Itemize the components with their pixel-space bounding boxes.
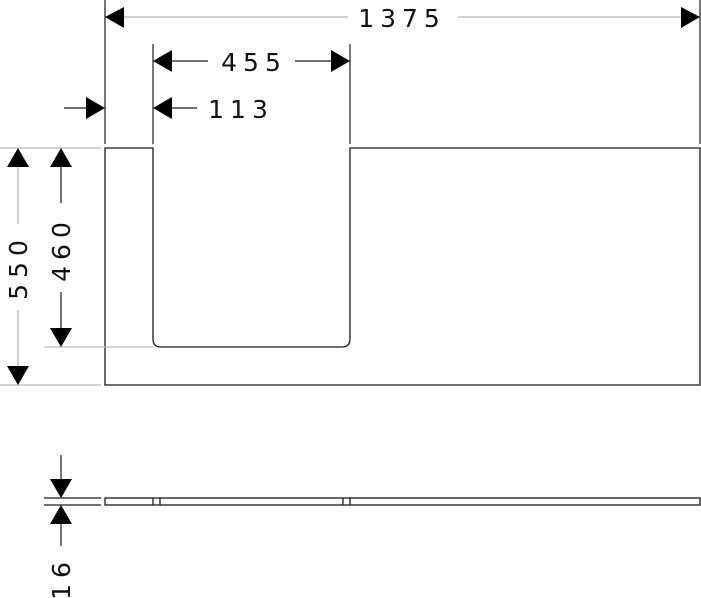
arrow-right-icon [681, 7, 700, 28]
arrow-down-icon [50, 479, 72, 498]
arrow-up-icon [7, 148, 29, 167]
arrow-left-icon [153, 50, 172, 72]
label-cutout-depth: 460 [47, 216, 76, 282]
dimension-thickness: 16 [44, 455, 101, 598]
arrow-up-icon [50, 148, 72, 167]
arrow-left-icon [153, 97, 172, 119]
plan-view [104, 147, 701, 386]
panel-edge [104, 497, 701, 506]
arrow-right-icon [331, 50, 350, 72]
arrow-up-icon [50, 505, 72, 524]
side-view [104, 497, 701, 506]
label-thickness: 16 [47, 556, 76, 598]
label-cutout-width: 455 [221, 48, 287, 77]
dimension-cutout-width: 455 [152, 44, 351, 144]
arrow-left-icon [105, 7, 124, 28]
label-total-depth: 550 [4, 234, 33, 300]
arrow-right-icon [86, 97, 105, 119]
arrow-down-icon [7, 366, 29, 385]
panel-outline [104, 147, 701, 386]
dimension-total-width: 1375 [104, 0, 701, 144]
label-cutout-offset: 113 [208, 95, 274, 124]
label-total-width: 1375 [358, 4, 446, 33]
dimension-cutout-depth: 460 [44, 148, 153, 348]
dimension-cutout-offset: 113 [64, 95, 274, 124]
arrow-down-icon [50, 328, 72, 347]
dimension-total-depth: 550 [0, 147, 101, 386]
